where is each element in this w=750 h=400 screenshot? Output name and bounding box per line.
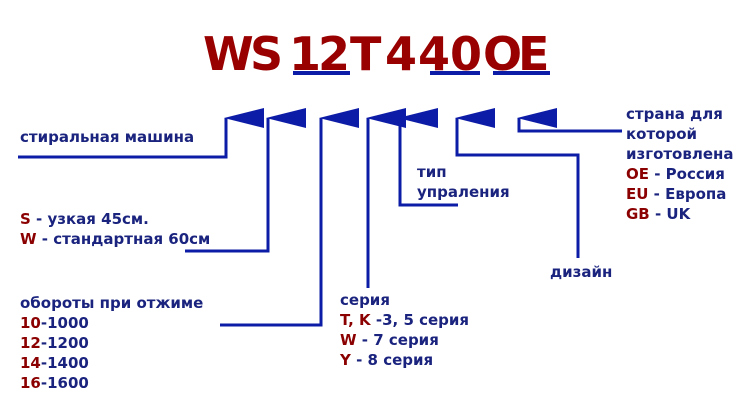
spin-text: -1400 — [40, 354, 89, 372]
label-series: серия T, K -3, 5 серия W - 7 серия Y - 8… — [340, 290, 469, 370]
code-char-t: T — [350, 27, 382, 81]
spin-item: 10-1000 — [20, 313, 203, 333]
connector-lines — [18, 108, 622, 327]
control-line-1: тип — [417, 163, 447, 181]
spin-code: 12 — [20, 334, 41, 352]
spin-item: 16-1600 — [20, 373, 203, 393]
label-washing-machine: стиральная машина — [20, 128, 195, 146]
country-code: GB — [626, 205, 650, 223]
connector-spin — [220, 108, 359, 327]
width-code-w: W — [20, 230, 37, 248]
code-char-w: W — [203, 27, 254, 81]
width-item-s: S - узкая 45см. — [20, 209, 210, 229]
connector-washing-machine — [18, 108, 264, 159]
series-item: T, K -3, 5 серия — [340, 310, 469, 330]
connector-design — [455, 108, 580, 258]
control-line-2: упраления — [417, 183, 510, 201]
connector-width — [185, 108, 306, 253]
country-text: - UK — [649, 205, 691, 223]
spin-item: 14-1400 — [20, 353, 203, 373]
country-code: OE — [626, 165, 649, 183]
spin-item: 12-1200 — [20, 333, 203, 353]
width-code-s: S — [20, 210, 31, 228]
country-line: которой — [626, 125, 698, 143]
spin-code: 14 — [20, 354, 41, 372]
series-text: -3, 5 серия — [370, 311, 470, 329]
series-code: Y — [340, 351, 351, 369]
country-item: OE - Россия — [626, 164, 734, 184]
label-design: дизайн — [550, 263, 613, 281]
connector-control — [398, 108, 458, 207]
country-code: EU — [626, 185, 649, 203]
country-line: страна для — [626, 105, 723, 123]
country-item: EU - Европа — [626, 184, 734, 204]
series-text: - 7 серия — [356, 331, 439, 349]
country-text: - Россия — [649, 165, 725, 183]
country-text: - Европа — [648, 185, 727, 203]
label-spin: обороты при отжиме 10-1000 12-1200 14-14… — [20, 293, 203, 393]
width-text-w: - стандартная 60см — [36, 230, 211, 248]
series-text: - 8 серия — [350, 351, 434, 369]
series-title: серия — [340, 291, 390, 309]
label-width: S - узкая 45см. W - стандартная 60см — [20, 209, 210, 249]
country-line: изготовлена — [626, 145, 734, 163]
code-char-4a: 4 — [385, 27, 417, 81]
spin-text: -1000 — [40, 314, 89, 332]
series-item: Y - 8 серия — [340, 350, 469, 370]
spin-text: -1600 — [40, 374, 89, 392]
spin-code: 10 — [20, 314, 41, 332]
series-code: T, K — [340, 311, 371, 329]
spin-code: 16 — [20, 374, 41, 392]
width-text-s: - узкая 45см. — [30, 210, 149, 228]
country-item: GB - UK — [626, 204, 734, 224]
connector-country — [517, 108, 622, 133]
series-item: W - 7 серия — [340, 330, 469, 350]
label-country: страна для которой изготовлена OE - Росс… — [626, 104, 734, 224]
label-control-type: тип упраления — [417, 162, 510, 202]
series-code: W — [340, 331, 357, 349]
code-char-s: S — [250, 27, 283, 81]
spin-text: -1200 — [40, 334, 89, 352]
spin-title: обороты при отжиме — [20, 294, 204, 312]
width-item-w: W - стандартная 60см — [20, 229, 210, 249]
